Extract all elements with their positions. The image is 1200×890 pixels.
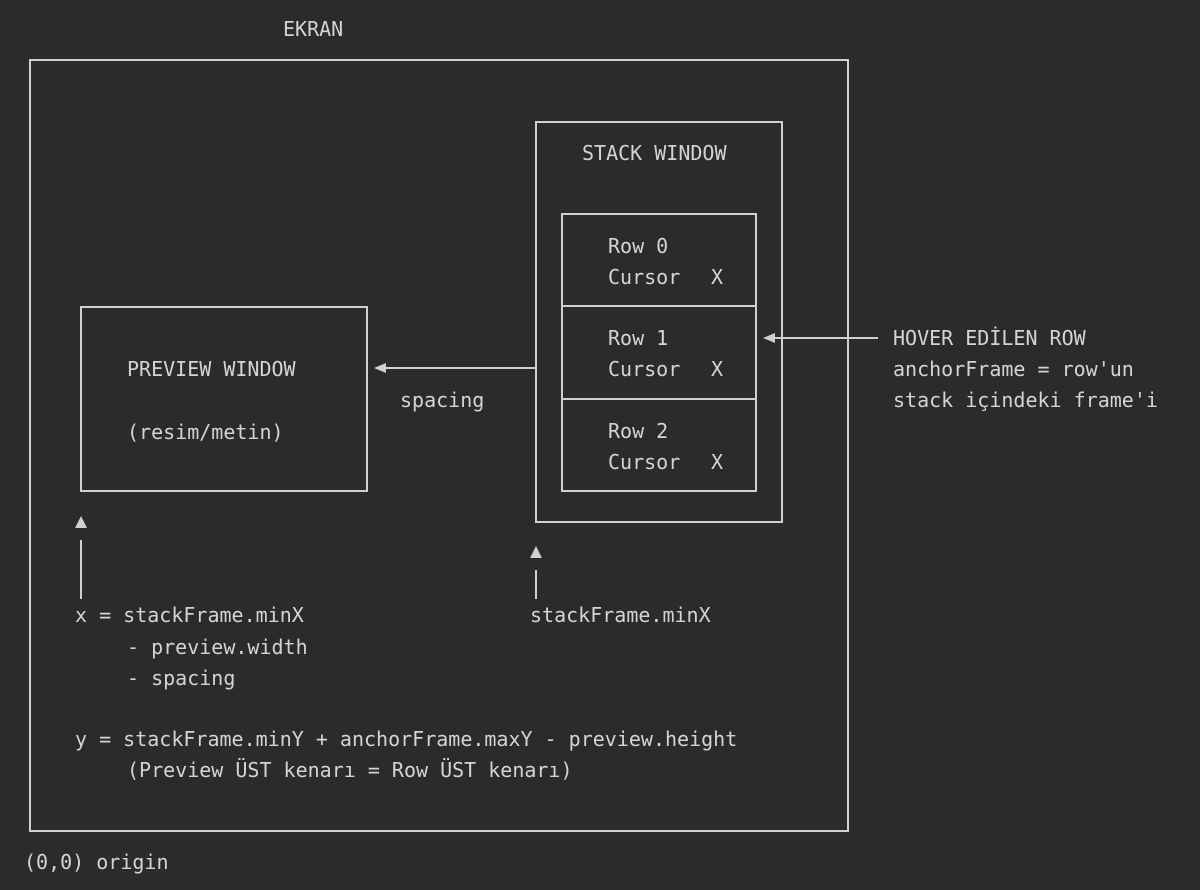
stack-window-title: STACK WINDOW <box>582 141 727 165</box>
stack-minx-arrow-head <box>530 546 542 558</box>
hover-note-line-2: anchorFrame = row'un <box>893 357 1134 381</box>
row-2-frame <box>561 398 757 492</box>
row-2-close-label: X <box>711 450 723 474</box>
row-1-close-label: X <box>711 357 723 381</box>
preview-window-title: PREVIEW WINDOW <box>127 357 297 381</box>
row-1-cursor-label: Cursor <box>608 357 680 381</box>
spacing-arrow-head <box>374 363 386 373</box>
screen-label: EKRAN <box>283 17 343 41</box>
preview-window-subtitle: (resim/metin) <box>127 420 284 444</box>
hover-note-line-1: HOVER EDİLEN ROW <box>893 326 1087 350</box>
origin-label: (0,0) origin <box>24 850 169 874</box>
preview-window-frame <box>80 306 368 492</box>
hover-arrow-head <box>763 333 775 343</box>
x-formula-line-2: - preview.width <box>127 635 308 659</box>
row-0-label: Row 0 <box>608 234 668 258</box>
preview-minx-arrow-head <box>75 516 87 528</box>
row-0-close-label: X <box>711 265 723 289</box>
x-formula-line-1: x = stackFrame.minX <box>75 603 304 627</box>
y-formula-line-2: (Preview ÜST kenarı = Row ÜST kenarı) <box>127 758 573 782</box>
stack-window-frame <box>535 121 783 523</box>
screen-frame <box>29 59 849 832</box>
row-2-cursor-label: Cursor <box>608 450 680 474</box>
row-1-frame <box>561 305 757 400</box>
row-0-cursor-label: Cursor <box>608 265 680 289</box>
row-2-label: Row 2 <box>608 419 668 443</box>
spacing-label: spacing <box>400 388 484 412</box>
stack-minx-label: stackFrame.minX <box>530 603 711 627</box>
hover-note-line-3: stack içindeki frame'i <box>893 388 1158 412</box>
row-0-frame <box>561 213 757 307</box>
y-formula-line-1: y = stackFrame.minY + anchorFrame.maxY -… <box>75 727 737 751</box>
x-formula-line-3: - spacing <box>127 666 235 690</box>
row-1-label: Row 1 <box>608 326 668 350</box>
